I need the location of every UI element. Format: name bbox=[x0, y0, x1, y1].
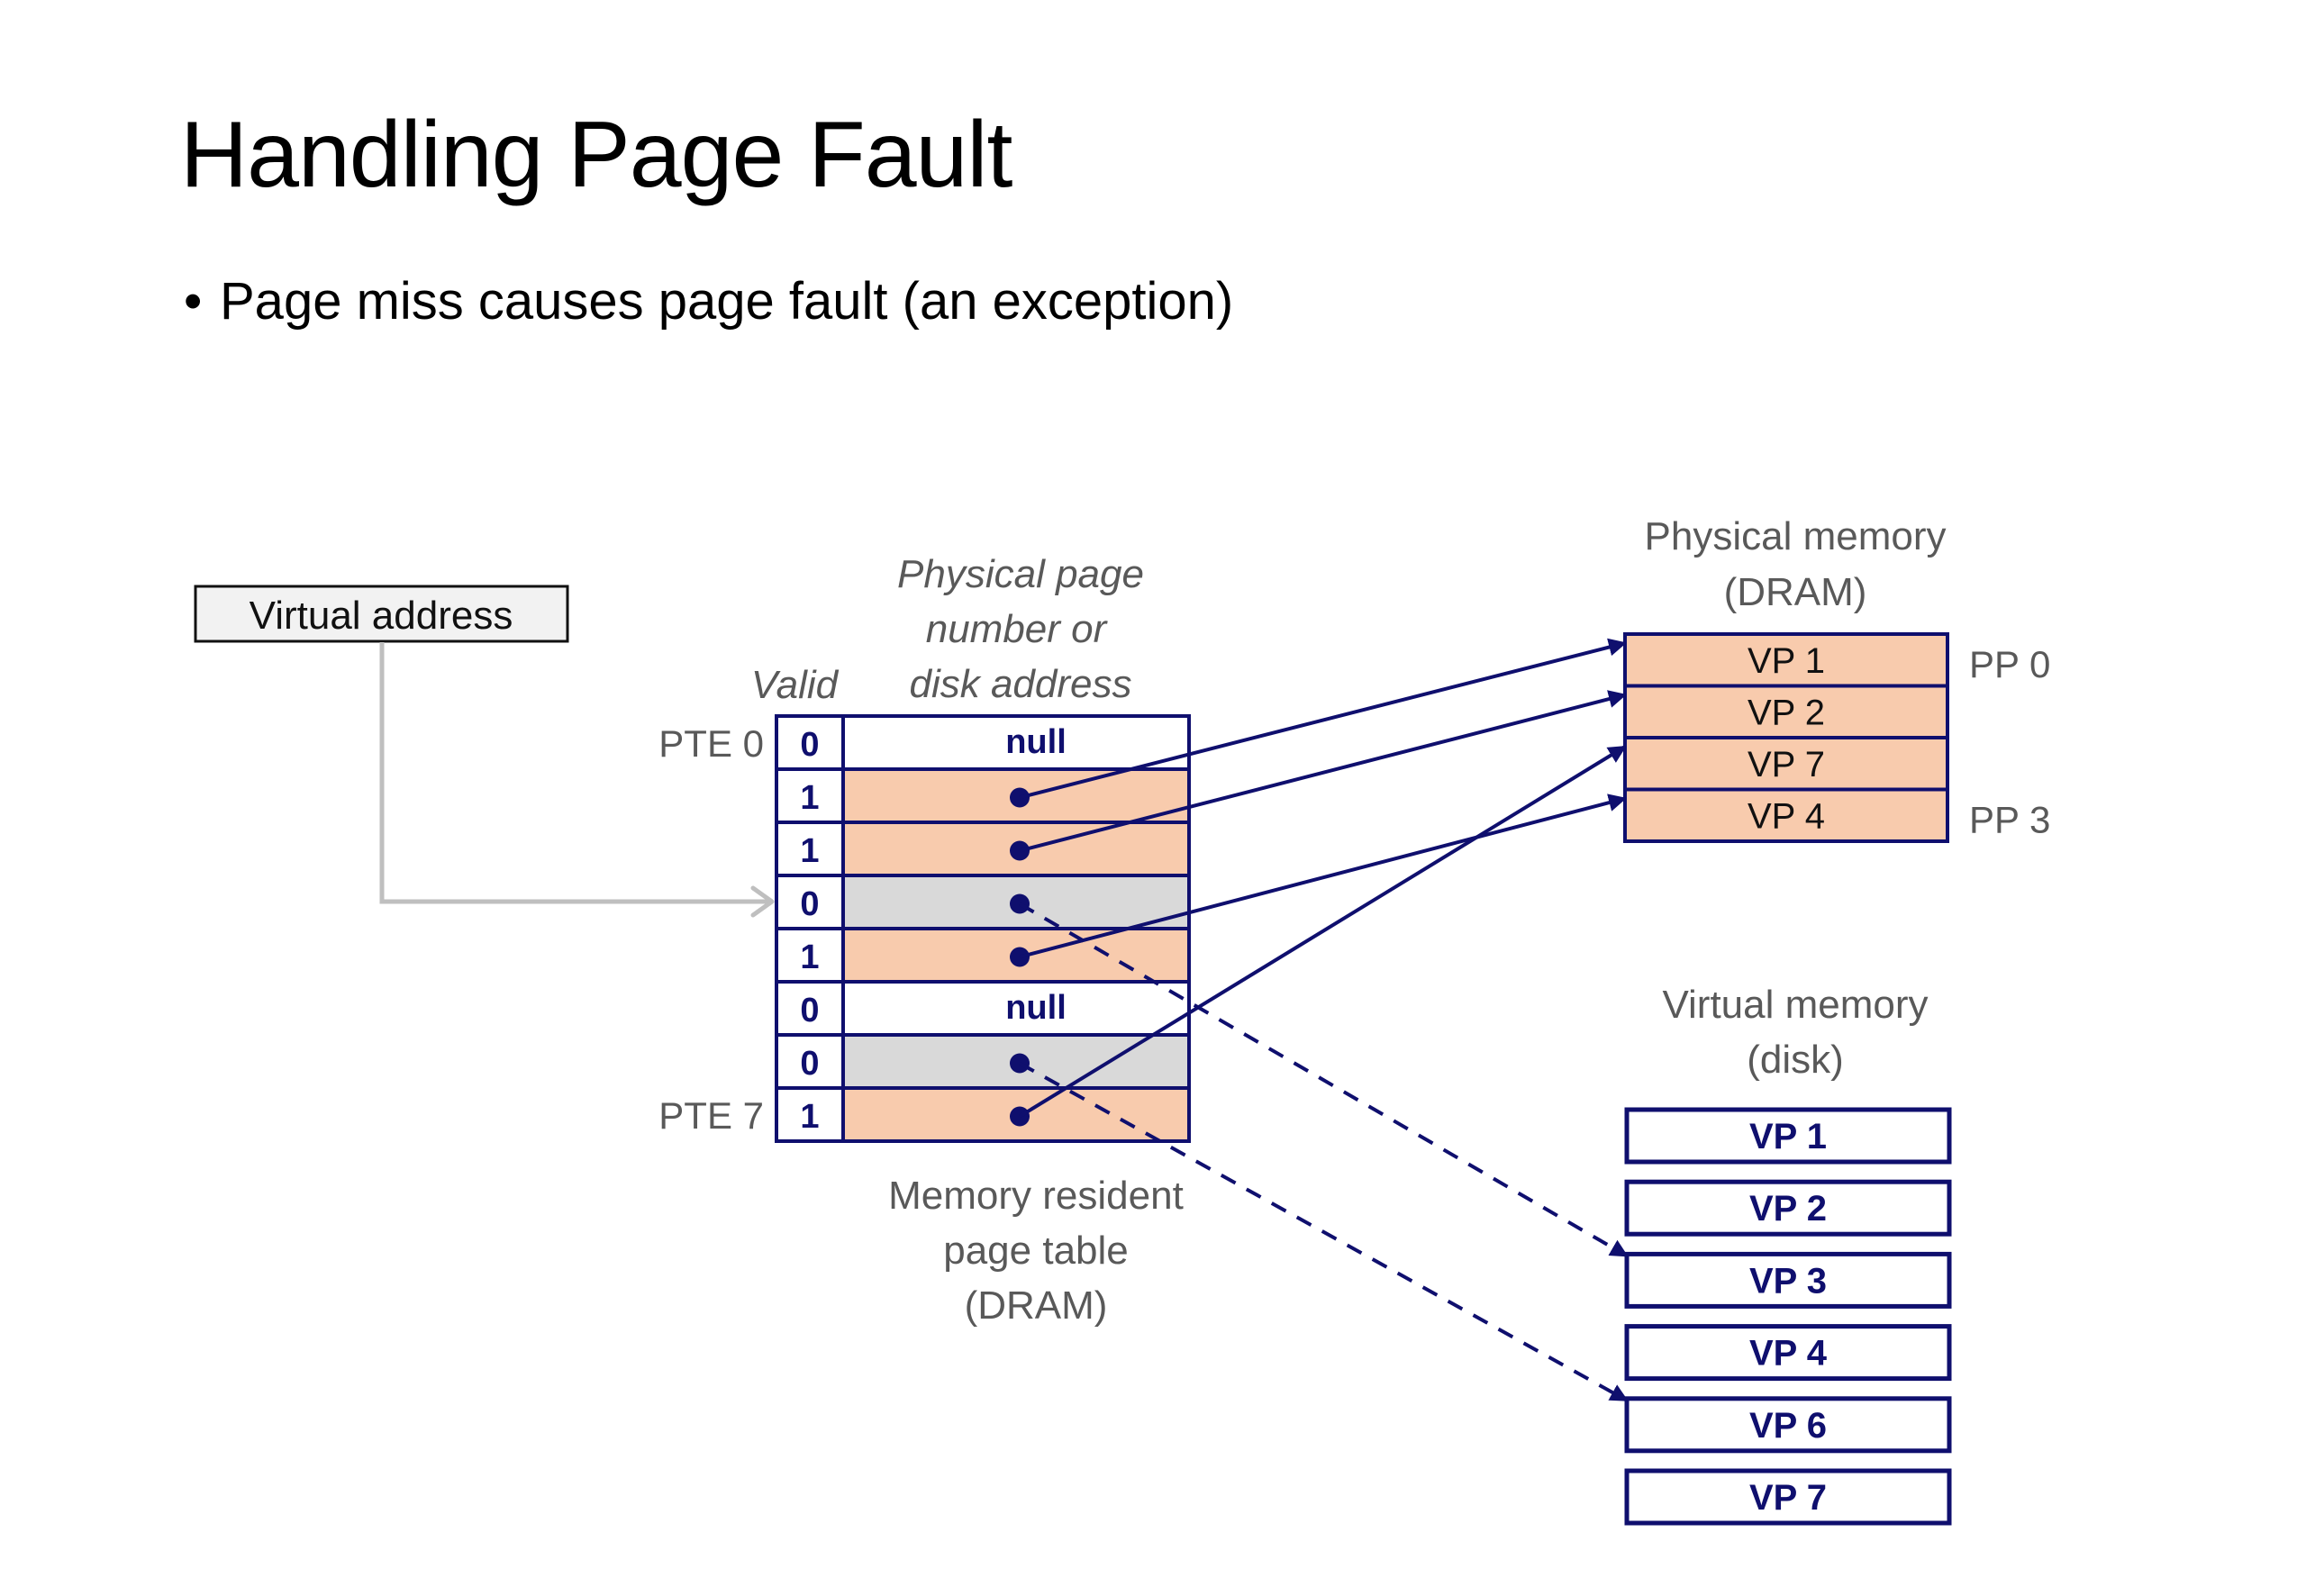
disk-page: VP 3 bbox=[1624, 1251, 1952, 1309]
virtual-memory-title-line-1: Virtual memory bbox=[1662, 983, 1928, 1027]
bullet-item: •Page miss causes page fault (an excepti… bbox=[184, 276, 1233, 328]
physical-page-number-label: PP 0 bbox=[1969, 643, 2050, 685]
physical-page: VP 7 bbox=[1623, 736, 1949, 792]
valid-bit: 1 bbox=[800, 939, 819, 976]
disk-page-label: VP 3 bbox=[1749, 1261, 1827, 1301]
disk-page-label: VP 2 bbox=[1749, 1189, 1827, 1229]
physical-page-label: VP 2 bbox=[1748, 694, 1825, 733]
page-table-row: 1 bbox=[775, 1086, 1191, 1143]
virtual-address-connector bbox=[379, 642, 775, 918]
mapping-arrows bbox=[1018, 638, 1629, 1402]
physical-page: VP 1 bbox=[1623, 632, 1949, 688]
physical-memory: VP 1 VP 2 VP 7 VP 4 PP 0 PP 3 bbox=[1623, 632, 2050, 843]
connector-arrowhead-icon bbox=[750, 885, 775, 918]
disk-page-label: VP 4 bbox=[1749, 1334, 1828, 1374]
valid-column-header: Valid bbox=[751, 663, 840, 707]
disk-page-label: VP 6 bbox=[1749, 1406, 1827, 1446]
bullet-dot-icon: • bbox=[184, 272, 203, 331]
address-cell bbox=[841, 980, 1191, 1037]
page-table: 0 null 1 1 0 1 0 null 0 1 bbox=[775, 714, 1191, 1143]
address-null-text: null bbox=[1005, 723, 1067, 761]
page-table-row: 1 bbox=[775, 927, 1191, 984]
disk-page-label: VP 7 bbox=[1749, 1478, 1827, 1518]
virtual-memory-title-line-2: (disk) bbox=[1747, 1038, 1844, 1082]
resident-mapping-arrow bbox=[1019, 793, 1627, 959]
resident-mapping-arrow bbox=[1019, 638, 1627, 800]
disk-page: VP 7 bbox=[1624, 1468, 1952, 1526]
page-table-row: 0 null bbox=[775, 714, 1191, 771]
pte-7-label: PTE 7 bbox=[658, 1094, 764, 1137]
physical-page: VP 2 bbox=[1623, 684, 1949, 739]
address-header-line-1: Physical page bbox=[897, 552, 1144, 596]
virtual-address-box: Virtual address bbox=[194, 585, 569, 643]
valid-bit: 1 bbox=[800, 779, 819, 817]
bullet-text: Page miss causes page fault (an exceptio… bbox=[220, 272, 1234, 331]
valid-bit: 1 bbox=[800, 1098, 819, 1136]
valid-bit: 0 bbox=[800, 1045, 819, 1083]
page-table-row: 1 bbox=[775, 767, 1191, 824]
physical-page-label: VP 4 bbox=[1748, 797, 1825, 837]
valid-cell bbox=[775, 927, 845, 984]
page-table-caption-line-1: Memory resident bbox=[888, 1174, 1184, 1218]
page-table-caption-line-3: (DRAM) bbox=[965, 1283, 1108, 1328]
page-table-row: 0 null bbox=[775, 980, 1191, 1037]
disk-mapping-arrow bbox=[1019, 1061, 1629, 1402]
valid-cell bbox=[775, 821, 845, 877]
disk-page: VP 4 bbox=[1624, 1324, 1952, 1382]
page-table-caption-line-2: page table bbox=[943, 1229, 1129, 1273]
physical-page: VP 4 bbox=[1623, 787, 1949, 843]
physical-page-number-label: PP 3 bbox=[1969, 799, 2050, 841]
valid-bit: 0 bbox=[800, 885, 819, 923]
page-table-row: 1 bbox=[775, 821, 1191, 877]
page-table-row: 0 bbox=[775, 874, 1191, 930]
physical-page-label: VP 7 bbox=[1748, 745, 1825, 784]
valid-bit: 0 bbox=[800, 726, 819, 764]
physical-page-label: VP 1 bbox=[1748, 641, 1825, 681]
physical-memory-title-line-2: (DRAM) bbox=[1724, 570, 1867, 614]
valid-bit: 1 bbox=[800, 832, 819, 870]
disk-mapping-arrow bbox=[1018, 902, 1629, 1258]
physical-memory-title-line-1: Physical memory bbox=[1645, 514, 1947, 558]
disk-page: VP 1 bbox=[1624, 1107, 1952, 1165]
address-cell bbox=[841, 1086, 1191, 1143]
address-header-line-2: number or bbox=[926, 607, 1109, 651]
resident-mapping-arrow bbox=[1019, 690, 1627, 853]
address-null-text: null bbox=[1005, 989, 1067, 1027]
disk-page: VP 2 bbox=[1624, 1179, 1952, 1237]
disk-page: VP 6 bbox=[1624, 1396, 1952, 1454]
slide-title: Handling Page Fault bbox=[180, 103, 1012, 207]
virtual-memory-disk: VP 1 VP 2 VP 3 VP 4 VP 6 VP 7 bbox=[1624, 1107, 1952, 1526]
address-header-line-3: disk address bbox=[909, 662, 1131, 706]
page-table-row: 0 bbox=[775, 1033, 1191, 1090]
disk-page-label: VP 1 bbox=[1749, 1117, 1827, 1156]
pte-0-label: PTE 0 bbox=[658, 722, 764, 765]
valid-bit: 0 bbox=[800, 992, 819, 1029]
virtual-address-label: Virtual address bbox=[250, 594, 513, 638]
resident-mapping-arrow bbox=[1018, 745, 1627, 1119]
